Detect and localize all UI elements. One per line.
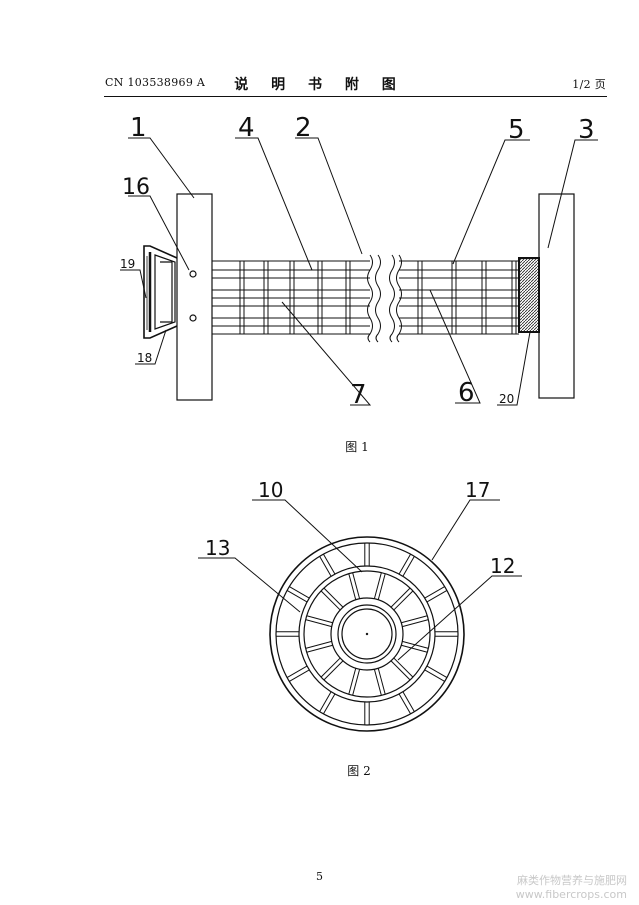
- page-number: 5: [316, 870, 323, 883]
- outer-spokes-line: [319, 691, 332, 712]
- inner-spokes-line: [348, 668, 357, 695]
- figure-2-leaders: [198, 499, 522, 661]
- figure-1-leaders: [120, 137, 598, 406]
- inner-spokes-line: [390, 660, 411, 681]
- inner-spokes-line: [348, 573, 357, 600]
- inner-spokes-line: [401, 615, 428, 624]
- patent-number: CN 103538969 A: [105, 76, 206, 89]
- right-end-plate: [538, 193, 575, 399]
- inner-spokes-line: [393, 657, 414, 678]
- inner-spokes-line: [377, 668, 386, 695]
- outer-spokes-line: [426, 589, 448, 603]
- label-4: 4: [238, 113, 255, 143]
- hole-lower: [189, 314, 197, 322]
- figure-2-drawing: [198, 499, 522, 732]
- figure-1-caption: 图 1: [345, 440, 369, 454]
- figure-1-labels: 1 16 4 2 5 3 19 18 7 6 20: [120, 113, 595, 410]
- label-16: 16: [122, 175, 150, 200]
- label-17: 17: [465, 478, 490, 502]
- left-end-plate: [176, 193, 213, 401]
- drum-left-section: [212, 254, 381, 343]
- inner-spokes-line: [323, 587, 344, 608]
- outer-spokes-line: [286, 589, 308, 603]
- hole-upper: [189, 270, 197, 278]
- inner-spokes-line: [352, 669, 361, 696]
- outer-spokes-line: [319, 556, 332, 577]
- label-18: 18: [137, 351, 152, 365]
- label-5: 5: [508, 115, 525, 145]
- label-12: 12: [490, 554, 515, 578]
- outer-spokes-line: [402, 556, 415, 577]
- label-7: 7: [350, 380, 367, 410]
- outer-spokes-line: [398, 693, 412, 715]
- inner-spokes-line: [305, 619, 332, 628]
- inner-spokes-line: [390, 587, 411, 608]
- label-3: 3: [578, 115, 595, 145]
- label-1: 1: [130, 113, 147, 143]
- inner-spokes-line: [401, 644, 428, 653]
- label-19: 19: [120, 257, 135, 271]
- outer-spokes-line: [289, 586, 310, 599]
- label-10: 10: [258, 478, 283, 502]
- inner-spokes-line: [305, 640, 332, 649]
- inner-spokes: [305, 572, 429, 696]
- label-2: 2: [295, 113, 312, 143]
- inner-spokes-line: [377, 573, 386, 600]
- outer-spokes-line: [426, 665, 448, 679]
- inner-spokes-line: [393, 590, 414, 611]
- outer-spokes-line: [424, 669, 445, 682]
- watermark-line-2: www.fibercrops.com: [515, 888, 627, 901]
- outer-spokes: [276, 543, 458, 725]
- inner-spokes-line: [320, 590, 341, 611]
- outer-spokes-line: [286, 665, 308, 679]
- outer-spokes-line: [289, 669, 310, 682]
- header-rule: [104, 96, 607, 97]
- inner-spokes-line: [373, 669, 382, 696]
- page-indicator: 1/2 页: [572, 78, 606, 91]
- inner-spokes-line: [320, 657, 341, 678]
- inner-spokes-line: [323, 660, 344, 681]
- outer-spokes-line: [398, 553, 412, 575]
- section-title: 说 明 书 附 图: [234, 77, 405, 93]
- figure-2-labels: 10 17 13 12: [205, 478, 515, 578]
- inner-spokes-line: [306, 644, 333, 653]
- figure-2-caption: 图 2: [347, 764, 371, 778]
- handle-bracket: [143, 245, 178, 339]
- outer-spokes-line: [424, 586, 445, 599]
- inner-spokes-line: [352, 572, 361, 599]
- label-20: 20: [499, 392, 514, 406]
- drum-right-section: [389, 254, 519, 343]
- outer-spokes-line: [322, 693, 336, 715]
- hatched-collar: [518, 257, 540, 333]
- figure-1-drawing: [120, 137, 598, 406]
- label-6: 6: [458, 378, 475, 408]
- inner-spokes-line: [373, 572, 382, 599]
- outer-spokes-line: [402, 691, 415, 712]
- watermark-line-1: 麻类作物营养与施肥网: [517, 874, 627, 887]
- inner-spokes-line: [402, 619, 429, 628]
- outer-spokes-line: [322, 553, 336, 575]
- label-13: 13: [205, 536, 230, 560]
- inner-spokes-line: [306, 615, 333, 624]
